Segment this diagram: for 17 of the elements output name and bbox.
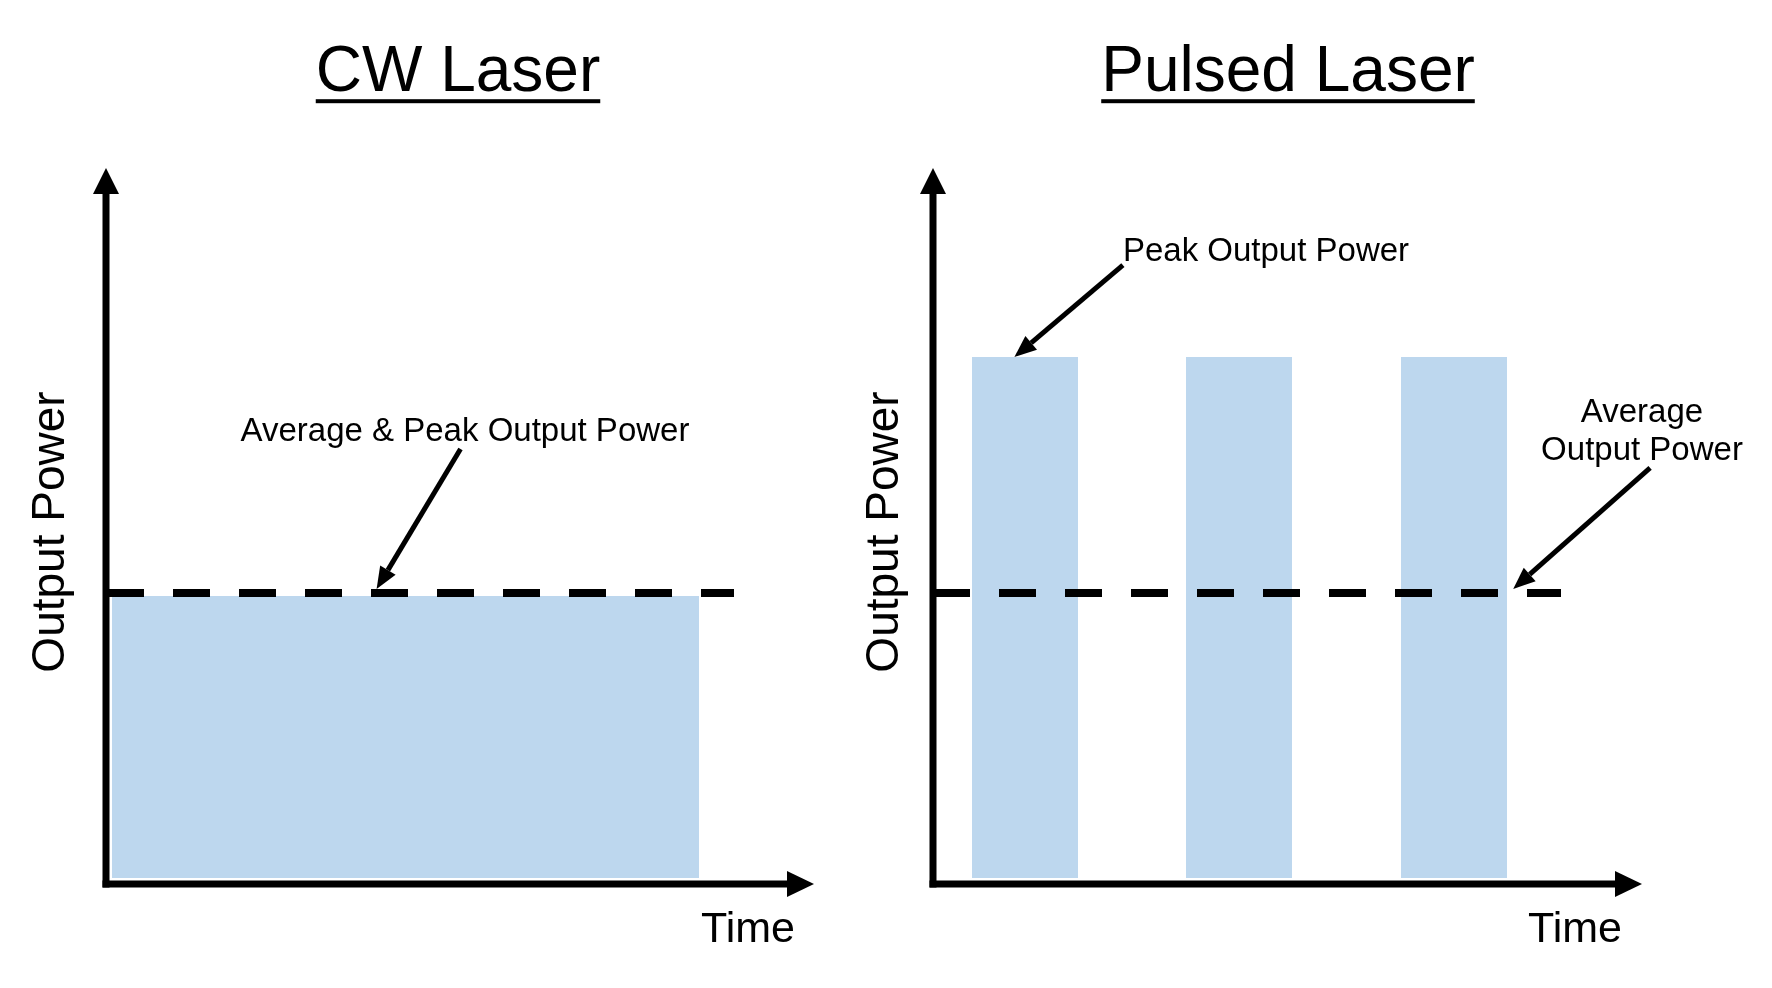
annotation-label: Average Output Power [1540, 392, 1744, 468]
axis-label: Output Power [855, 391, 909, 673]
shaded-area [112, 596, 699, 878]
panel-title: Pulsed Laser [1101, 33, 1475, 107]
panel-title: CW Laser [315, 33, 601, 107]
leader-arrow [376, 447, 463, 589]
axis-label: Time [701, 903, 795, 953]
leader-arrow [1014, 263, 1125, 357]
axis-label: Time [1528, 903, 1622, 953]
pulse-bar [972, 357, 1078, 878]
axis-label: Output Power [21, 391, 75, 673]
pulse-bar [1186, 357, 1292, 878]
leader-arrow [1513, 466, 1652, 589]
annotation-label: Average & Peak Output Power [240, 411, 690, 449]
pulse-bar [1401, 357, 1507, 878]
dashed-line [107, 589, 734, 597]
annotation-label: Peak Output Power [1122, 231, 1410, 269]
